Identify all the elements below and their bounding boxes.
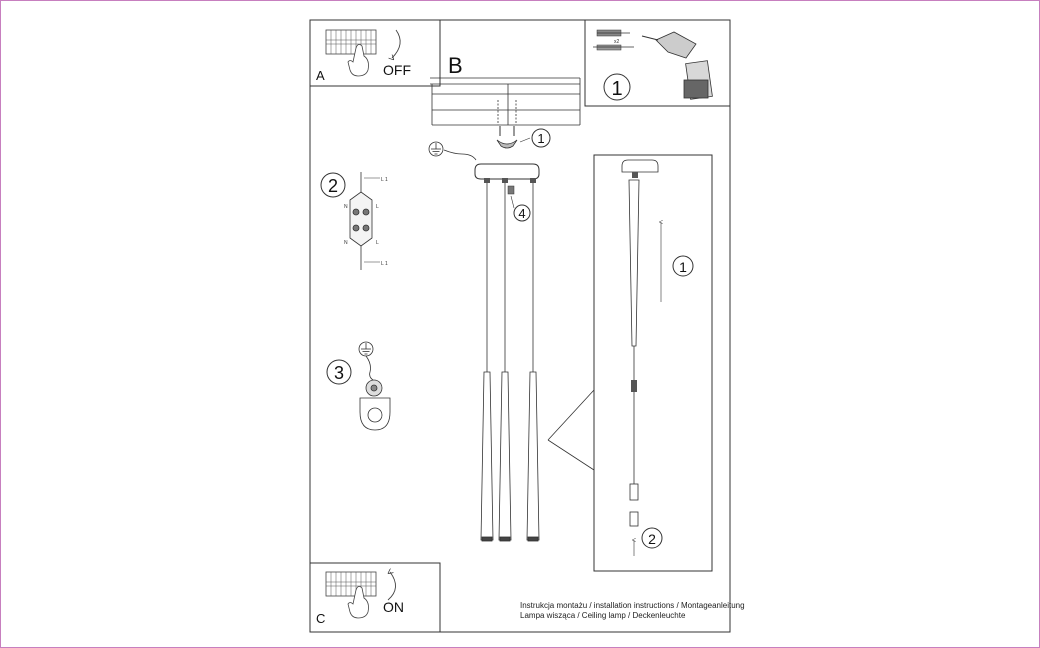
- ground-step-number: 3: [334, 363, 344, 383]
- ceiling-section: [430, 77, 581, 126]
- drill-step-circle: [603, 73, 631, 101]
- terminal-n-bottom: N: [344, 240, 348, 246]
- pendant-lamps: [480, 183, 540, 542]
- panel-c: C ON: [309, 562, 441, 633]
- connector-step-number: 2: [328, 176, 338, 196]
- ground-symbol-icon: [428, 141, 477, 161]
- terminal-l-top: L: [376, 204, 379, 210]
- mounting-bracket-icon: [496, 139, 518, 149]
- turn-on-arrow-icon: [388, 572, 396, 601]
- off-label: OFF: [383, 62, 411, 78]
- canopy: [474, 163, 540, 195]
- raise-step-circle: [672, 255, 694, 277]
- canopy-step-number: 4: [518, 206, 525, 221]
- fuse-box-icon: [325, 29, 377, 55]
- anchor-count: x2: [614, 39, 620, 45]
- raise-step-number: 1: [679, 259, 687, 275]
- footer-line-1: Instrukcja montażu / installation instru…: [520, 601, 745, 610]
- footer-line-2: Lampa wisząca / Ceiling lamp / Deckenleu…: [520, 611, 686, 620]
- fuse-box-icon: [325, 571, 377, 597]
- terminal-l1-top: L 1: [381, 177, 388, 183]
- mounting-screws: [499, 126, 515, 136]
- terminal-l1-bottom: L 1: [381, 261, 388, 267]
- panel-c-letter: C: [316, 611, 325, 626]
- detail-callout: [547, 389, 595, 471]
- plug-step-number: 2: [648, 531, 656, 547]
- connector-step-circle: [320, 172, 346, 198]
- hand-icon: [347, 586, 369, 619]
- terminal-l-bottom: L: [376, 240, 379, 246]
- panel-a-letter: A: [316, 68, 325, 83]
- ground-connection-icon: [358, 341, 391, 431]
- drill-step-number: 1: [611, 78, 622, 100]
- drill-icon: [641, 31, 713, 100]
- canopy-step-circle: [513, 204, 531, 222]
- panel-b-letter: B: [448, 53, 463, 78]
- on-label: ON: [383, 599, 404, 615]
- panel-a: A OFF: [309, 19, 441, 87]
- ground-step-circle: [326, 359, 352, 385]
- mount-step-circle: [531, 128, 551, 148]
- plug-step-circle: [641, 527, 663, 549]
- sheet-border: [309, 19, 731, 633]
- mount-step-number: 1: [537, 131, 544, 146]
- hand-icon: [347, 44, 369, 77]
- drill-panel: x2 1: [584, 19, 731, 107]
- anchor-screw-icon: [593, 29, 634, 51]
- turn-off-arrow-icon: [392, 29, 401, 58]
- terminal-block-icon: [349, 172, 380, 270]
- detail-panel: [593, 154, 713, 572]
- terminal-n-top: N: [344, 204, 348, 210]
